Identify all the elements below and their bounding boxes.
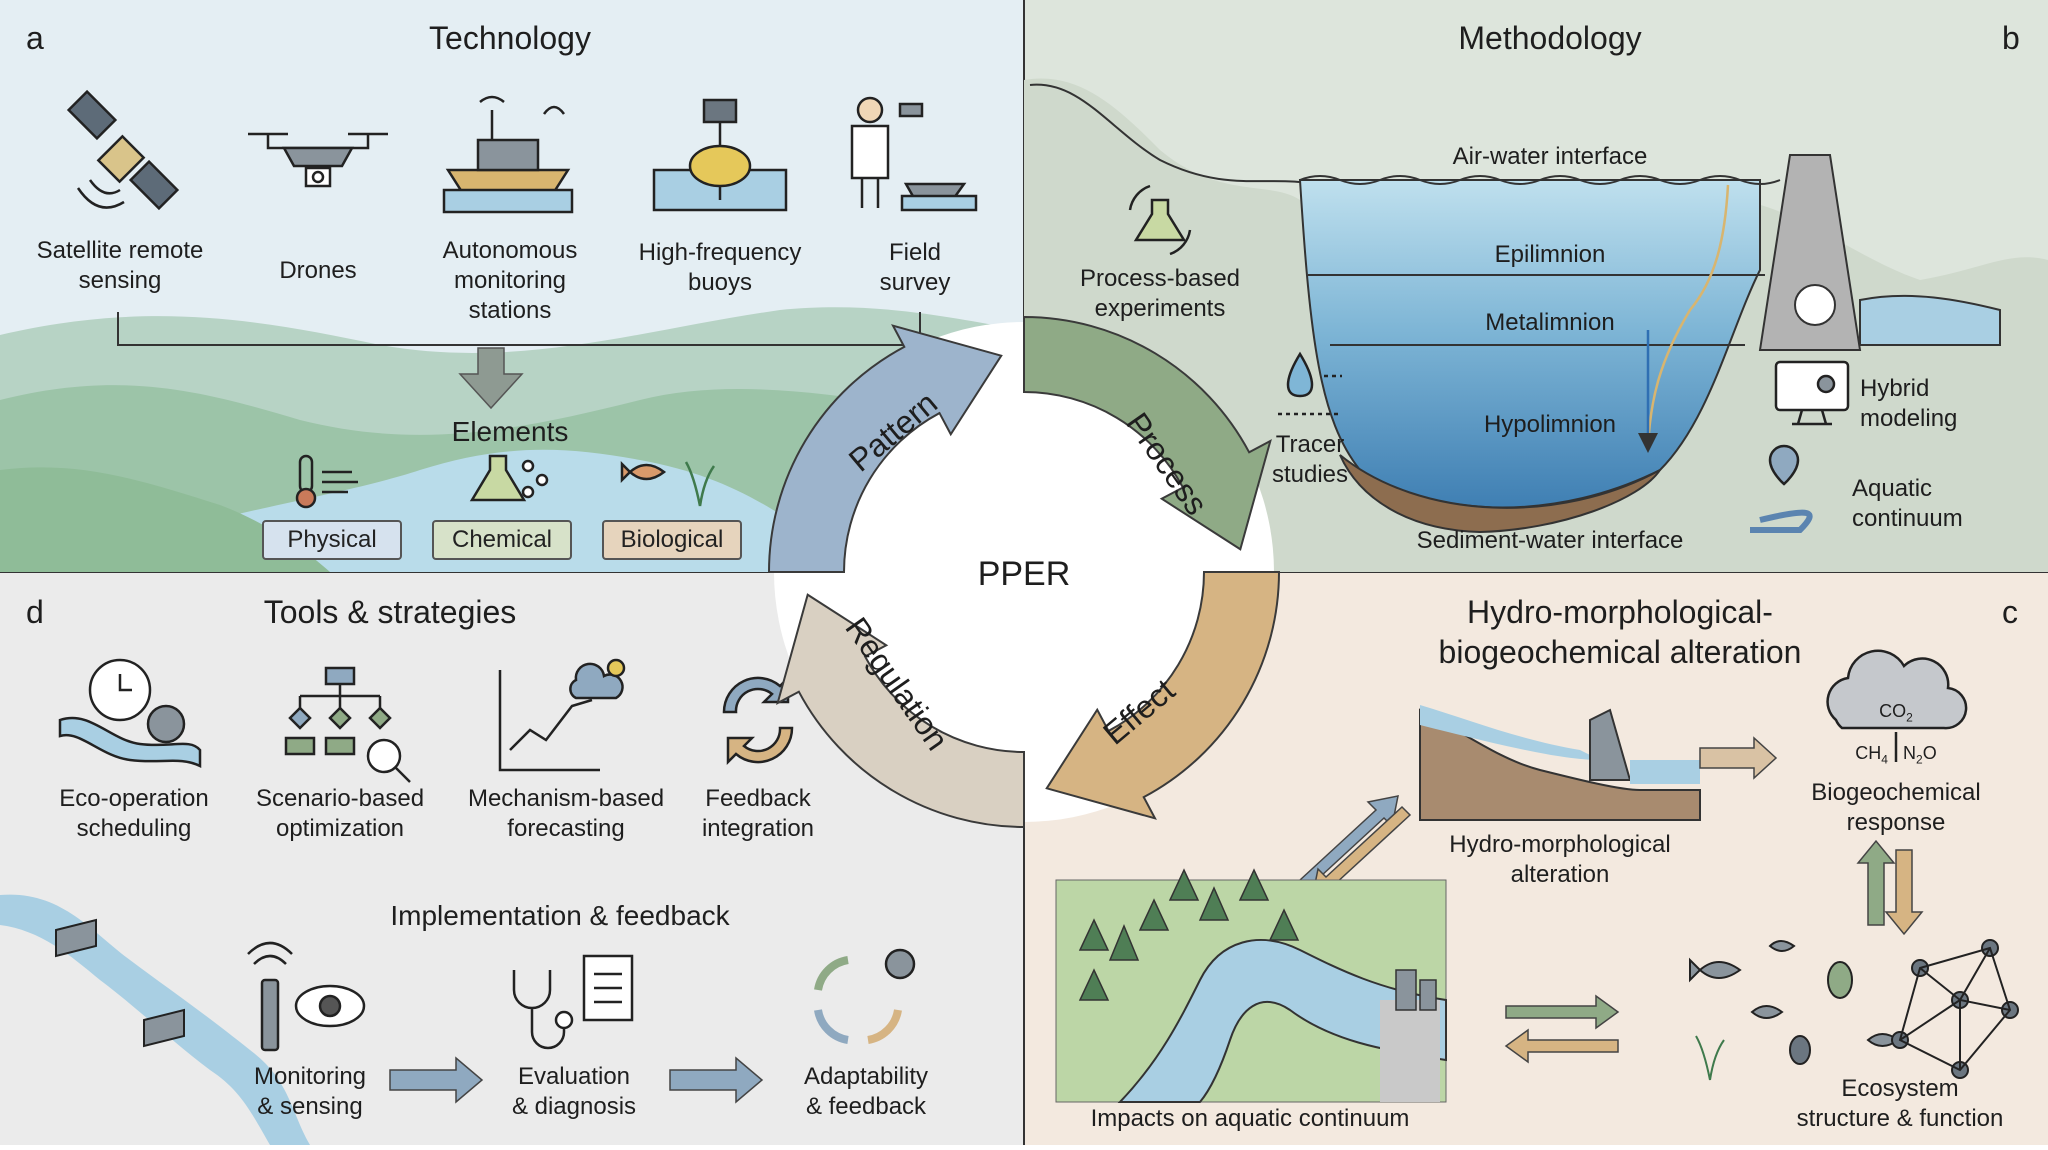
step-adaptability: Adaptability& feedback <box>803 1063 929 1120</box>
scenario-optimization-icon <box>284 666 411 783</box>
arrow-evaluation-adaptability <box>669 1056 764 1104</box>
river-dams-illustration <box>0 894 310 1145</box>
satellite-icon <box>66 89 180 211</box>
layer-epilimnion: Epilimnion <box>1494 241 1606 268</box>
fish-plant-icon <box>620 460 716 507</box>
element-chip-physical: Physical <box>262 520 402 560</box>
element-chip-biological: Biological <box>602 520 742 560</box>
monitoring-station-icon <box>442 95 574 214</box>
arc-effect <box>1045 571 1281 820</box>
arc-regulation <box>776 593 1025 829</box>
tracer-drop-icon <box>1278 351 1342 416</box>
dam-reservoir-illustration <box>1419 705 1701 821</box>
impacts-landscape <box>1055 868 1447 1103</box>
step-monitoring: Monitoring& sensing <box>253 1063 367 1120</box>
arc-process <box>1023 315 1272 551</box>
layer-sediment-water: Sediment-water interface <box>1416 527 1684 554</box>
hybrid-modeling-icon <box>1774 360 1850 426</box>
field-survey-icon <box>850 96 978 212</box>
impacts-label: Impacts on aquatic continuum <box>1090 1105 1410 1132</box>
arrow-down-tan <box>1884 849 1924 936</box>
ecosystem-illustration <box>1689 939 2019 1081</box>
panel-b-letter: b <box>2002 20 2020 56</box>
cycle-arcs <box>767 315 1281 829</box>
panel-c-letter: c <box>2002 594 2018 630</box>
continuum-pin-icon <box>1750 444 1813 533</box>
layer-hypolimnion: Hypolimnion <box>1483 411 1617 438</box>
element-chip-chemical: Chemical <box>432 520 572 560</box>
tech-label-drones: Drones <box>279 257 357 284</box>
arrow-up-green <box>1856 839 1896 926</box>
forecast-chart-icon <box>498 658 626 772</box>
arrow-right-green <box>1505 994 1620 1030</box>
monitoring-sensor-icon <box>247 941 366 1052</box>
arrow-monitoring-evaluation <box>389 1056 484 1104</box>
arrow-left-tan <box>1504 1028 1619 1064</box>
thermometer-icon <box>295 454 358 509</box>
flask-icon <box>469 454 549 502</box>
center-circle-bg <box>774 322 1274 822</box>
landscape-illustration <box>0 307 1024 572</box>
panel-b-title: Methodology <box>1458 20 1642 56</box>
impl-title: Implementation & feedback <box>390 900 730 931</box>
elements-title: Elements <box>451 416 569 447</box>
gas-co2: CO2 <box>1879 701 1913 725</box>
eco-operation-icon <box>58 658 202 769</box>
process-experiment-icon <box>1128 184 1192 256</box>
stethoscope-clipboard-icon <box>512 954 634 1050</box>
adaptability-cycle-icon <box>814 948 916 1044</box>
panel-a-title: Technology <box>429 20 591 56</box>
cloud-gases-icon <box>1826 649 1968 762</box>
arrow-hydro-to-bio <box>1699 736 1778 780</box>
drone-icon <box>248 132 388 188</box>
panel-d-letter: d <box>26 594 44 630</box>
layer-metalimnion: Metalimnion <box>1485 309 1615 336</box>
step-evaluation: Evaluation& diagnosis <box>511 1063 637 1120</box>
panel-a-letter: a <box>26 20 44 56</box>
layer-air-water: Air-water interface <box>1452 143 1648 170</box>
panel-d-title: Tools & strategies <box>263 594 517 630</box>
gas-ch4-n2o: CH4 N2O <box>1855 743 1937 767</box>
panel-c-title: Hydro-morphological-biogeochemical alter… <box>1438 594 1802 670</box>
buoy-icon <box>652 98 788 212</box>
cycle-center-label: PPER <box>978 555 1071 593</box>
arc-pattern <box>767 324 1003 573</box>
